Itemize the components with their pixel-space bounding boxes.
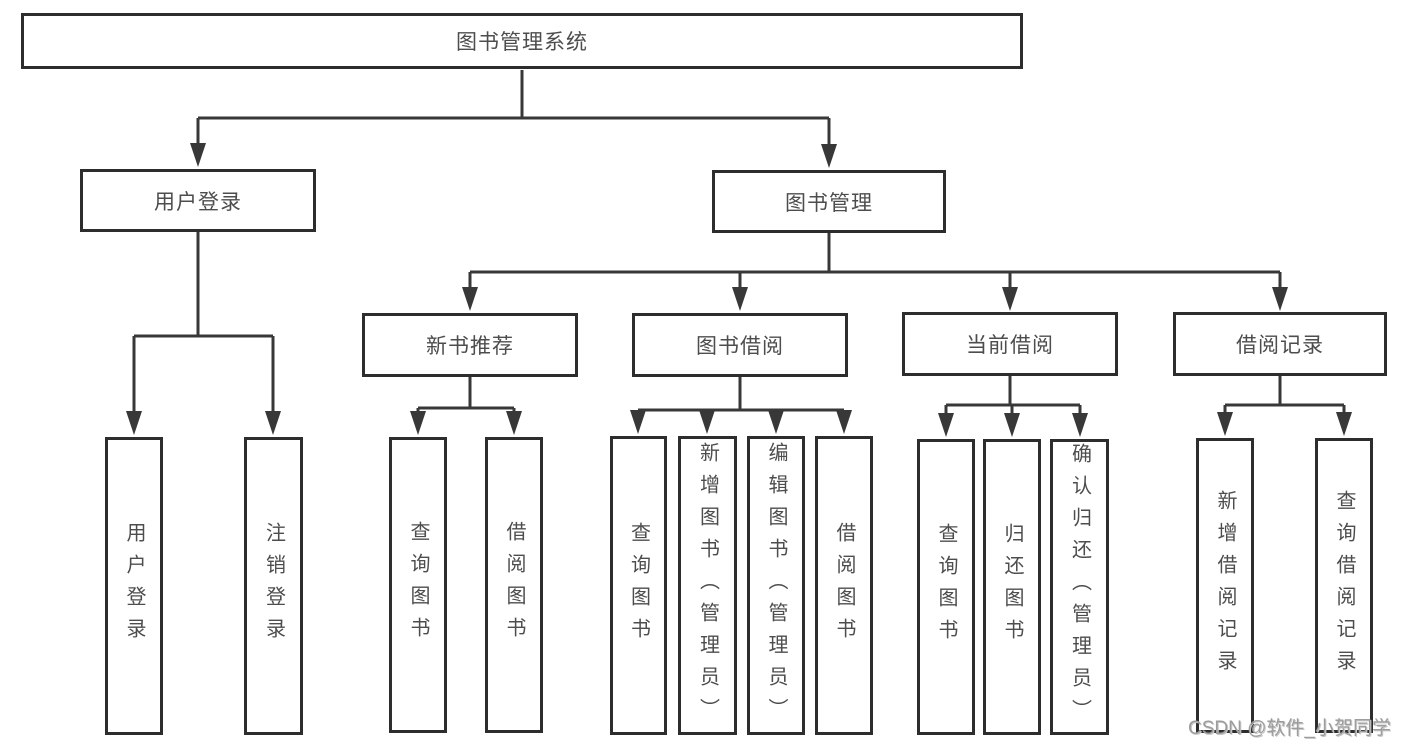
node-label: 图书管理系统: [456, 31, 588, 54]
edge-bookborrow-to-leaves: [636, 377, 846, 416]
arrow-icon: [821, 144, 837, 168]
node-user-login: 用户登录: [80, 169, 316, 232]
leaf-user-login: 用户登录: [105, 437, 163, 735]
node-book-management: 图书管理: [712, 170, 946, 233]
leaf-add-book-admin: 新增图书（管理员）: [678, 436, 737, 735]
arrow-icon: [768, 410, 784, 434]
node-label: 当前借阅: [966, 334, 1054, 357]
arrow-icon: [506, 411, 522, 435]
arrow-icon: [265, 411, 281, 435]
node-label: 编辑图书（管理员）: [765, 441, 787, 730]
node-label: 注销登录: [262, 522, 285, 650]
edge-userlogin-to-leaves: [132, 232, 275, 418]
arrow-icon: [462, 287, 478, 311]
node-label: 确认归还（管理员）: [1068, 443, 1091, 731]
arrow-icon: [1072, 413, 1088, 437]
node-label: 借阅记录: [1236, 334, 1324, 357]
arrow-icon: [1004, 413, 1020, 437]
edge-newbook-to-leaves: [416, 377, 516, 418]
arrow-icon: [630, 410, 646, 434]
leaf-return-book: 归还图书: [983, 439, 1041, 735]
leaf-query-books-1: 查询图书: [389, 437, 447, 733]
node-label: 借阅图书: [833, 521, 855, 650]
edge-root-to-level1: [196, 70, 831, 151]
node-label: 用户登录: [123, 522, 145, 650]
arrow-icon: [126, 411, 142, 435]
node-borrowing-records: 借阅记录: [1173, 312, 1387, 376]
node-label: 查询图书: [627, 521, 650, 650]
arrow-icon: [836, 410, 852, 434]
arrowheads: [126, 143, 1352, 437]
leaf-borrow-books-2: 借阅图书: [815, 436, 873, 735]
leaf-query-books-2: 查询图书: [610, 436, 667, 735]
edge-bookmgmt-to-level2: [468, 233, 1282, 293]
node-label: 新增图书（管理员）: [696, 441, 719, 730]
arrow-icon: [699, 410, 715, 434]
node-label: 新增借阅记录: [1214, 489, 1236, 682]
csdn-watermark: CSDN @软件_小贺同学: [1188, 718, 1391, 739]
leaf-logout: 注销登录: [244, 437, 303, 735]
leaf-confirm-return-admin: 确认归还（管理员）: [1050, 439, 1109, 735]
arrow-icon: [410, 411, 426, 435]
arrow-icon: [938, 413, 954, 437]
arrow-icon: [732, 287, 748, 311]
node-label: 归还图书: [1001, 523, 1023, 651]
leaf-query-books-3: 查询图书: [917, 439, 975, 735]
node-label: 新书推荐: [426, 335, 514, 358]
node-label: 图书借阅: [696, 335, 784, 358]
node-label: 查询借阅记录: [1333, 489, 1355, 682]
node-current-borrowing: 当前借阅: [902, 312, 1118, 376]
arrow-icon: [1002, 287, 1018, 311]
leaf-add-borrow-record: 新增借阅记录: [1196, 438, 1254, 733]
node-label: 用户登录: [154, 190, 242, 214]
node-library-management-system: 图书管理系统: [21, 13, 1023, 69]
edge-borrowrecord-to-leaves: [1223, 376, 1346, 414]
arrow-icon: [1217, 412, 1233, 436]
leaf-edit-book-admin: 编辑图书（管理员）: [747, 436, 805, 735]
arrow-icon: [1336, 412, 1352, 436]
tree-edges: [132, 70, 1346, 418]
node-new-book-recommend: 新书推荐: [362, 313, 578, 377]
edge-currentborrow-to-leaves: [944, 376, 1082, 415]
node-label: 图书管理: [785, 191, 873, 215]
node-book-borrowing: 图书借阅: [632, 313, 848, 377]
leaf-borrow-books-1: 借阅图书: [485, 437, 543, 733]
leaf-query-borrow-record: 查询借阅记录: [1315, 438, 1373, 733]
node-label: 查询图书: [935, 523, 957, 651]
arrow-icon: [190, 143, 206, 167]
arrow-icon: [1272, 287, 1288, 311]
node-label: 查询图书: [407, 521, 429, 649]
node-label: 借阅图书: [503, 521, 525, 649]
